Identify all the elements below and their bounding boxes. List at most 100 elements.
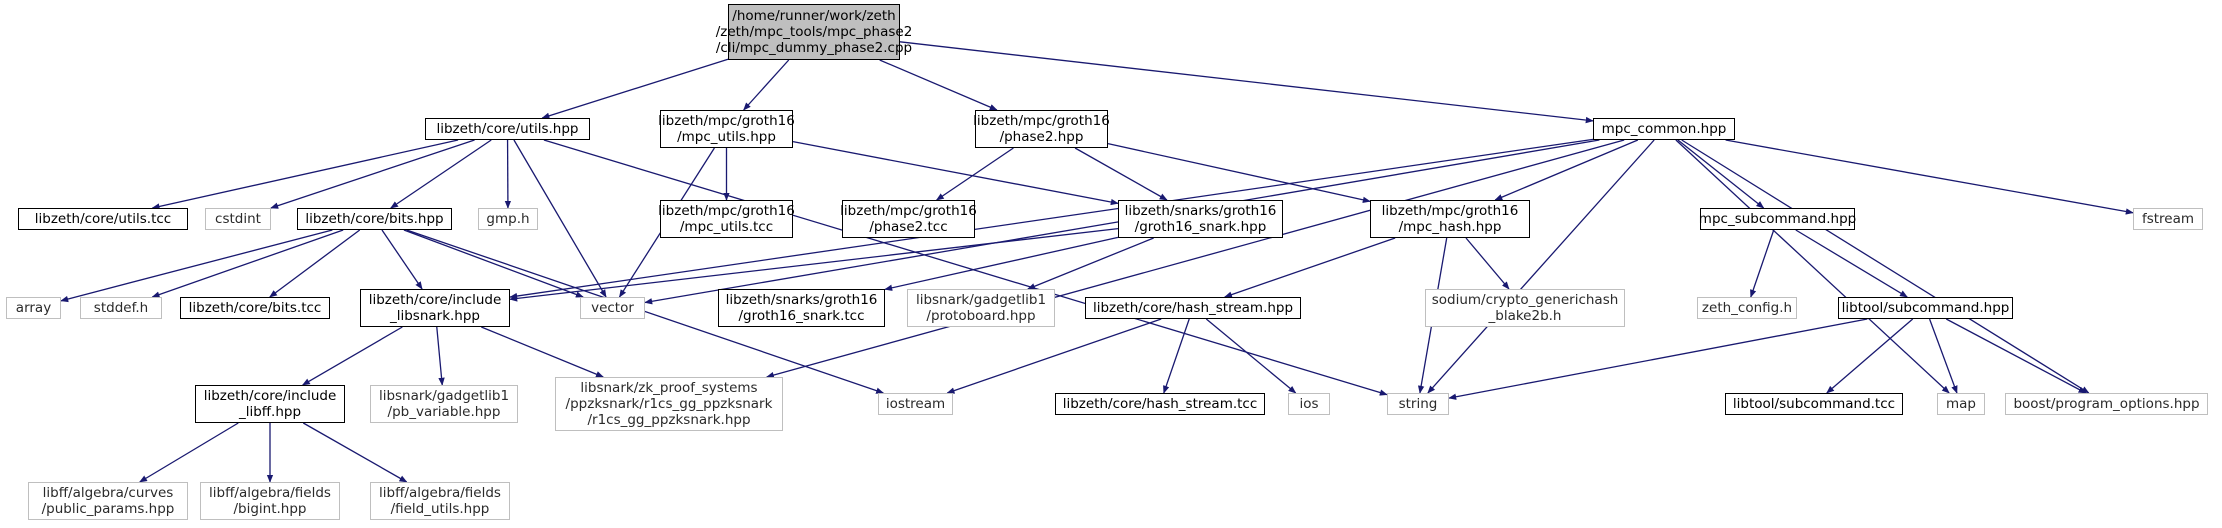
node-include-libff[interactable]: libzeth/core/include _libff.hpp: [195, 385, 345, 423]
edge-hash-stream-hpp-to-ios: [1205, 318, 1297, 394]
node-groth16-snark-tcc[interactable]: libzeth/snarks/groth16 /groth16_snark.tc…: [718, 289, 885, 327]
edge-mpc-common-hpp-to-map: [1675, 139, 1950, 394]
node-cstdint[interactable]: cstdint: [205, 208, 271, 230]
node-label: libtool/subcommand.hpp: [1841, 300, 2010, 316]
edge-hash-stream-hpp-to-hash-stream-tcc: [1163, 318, 1190, 394]
node-label: libzeth/core/utils.tcc: [34, 211, 172, 227]
node-libtool-subcommand-hpp[interactable]: libtool/subcommand.hpp: [1838, 297, 2013, 319]
node-label: libzeth/core/include _libsnark.hpp: [368, 292, 502, 324]
node-pb-variable-hpp[interactable]: libsnark/gadgetlib1 /pb_variable.hpp: [370, 385, 518, 423]
node-label: ios: [1299, 396, 1319, 412]
edge-root-to-mpc-utils-hpp: [743, 59, 790, 111]
node-string[interactable]: string: [1387, 393, 1449, 415]
edge-mpc-utils-hpp-to-groth16-snark-hpp: [792, 140, 1119, 206]
node-mpc-utils-tcc[interactable]: libzeth/mpc/groth16 /mpc_utils.tcc: [658, 200, 795, 238]
node-groth16-snark-hpp[interactable]: libzeth/snarks/groth16 /groth16_snark.hp…: [1118, 200, 1283, 238]
edge-root-to-mpc-common-hpp: [899, 41, 1594, 124]
node-utils-tcc[interactable]: libzeth/core/utils.tcc: [18, 208, 188, 230]
edge-mpc-subcommand-hpp-to-libtool-subcommand-hpp: [1795, 229, 1908, 298]
node-hash-stream-tcc[interactable]: libzeth/core/hash_stream.tcc: [1055, 393, 1265, 415]
node-gmp-h[interactable]: gmp.h: [478, 208, 538, 230]
node-vector[interactable]: vector: [580, 297, 645, 319]
node-include-libsnark[interactable]: libzeth/core/include _libsnark.hpp: [360, 289, 510, 327]
edge-mpc-common-hpp-to-fstream: [1725, 139, 2134, 215]
node-root[interactable]: /home/runner/work/zeth /zeth/mpc_tools/m…: [716, 4, 912, 60]
node-utils-hpp[interactable]: libzeth/core/utils.hpp: [425, 118, 590, 140]
node-label: libff/algebra/fields /field_utils.hpp: [379, 485, 501, 517]
node-iostream[interactable]: iostream: [878, 393, 953, 415]
node-bits-tcc[interactable]: libzeth/core/bits.tcc: [180, 297, 330, 319]
node-label: libtool/subcommand.tcc: [1732, 396, 1896, 412]
node-label: mpc_common.hpp: [1601, 121, 1727, 137]
edge-root-to-utils-hpp: [541, 58, 729, 119]
node-r1cs-gg-ppzksnark-hpp[interactable]: libsnark/zk_proof_systems /ppzksnark/r1c…: [555, 377, 783, 431]
node-label: libsnark/gadgetlib1 /pb_variable.hpp: [378, 388, 510, 420]
node-ios[interactable]: ios: [1288, 393, 1330, 415]
node-label: libzeth/core/utils.hpp: [436, 121, 579, 137]
node-mpc-subcommand-hpp[interactable]: mpc_subcommand.hpp: [1699, 208, 1856, 230]
node-label: libsnark/gadgetlib1 /protoboard.hpp: [915, 292, 1047, 324]
node-label: libzeth/snarks/groth16 /groth16_snark.tc…: [725, 292, 878, 324]
edge-mpc-common-hpp-to-string: [1427, 139, 1655, 394]
node-label: vector: [591, 300, 634, 316]
edge-bits-hpp-to-array: [60, 229, 333, 303]
node-protoboard-hpp[interactable]: libsnark/gadgetlib1 /protoboard.hpp: [907, 289, 1055, 327]
node-array[interactable]: array: [6, 297, 61, 319]
node-stddef-h[interactable]: stddef.h: [80, 297, 162, 319]
edge-bits-hpp-to-stddef-h: [151, 229, 344, 298]
edge-include-libsnark-to-pb-variable-hpp: [436, 326, 445, 386]
node-map[interactable]: map: [1937, 393, 1985, 415]
edge-utils-hpp-to-utils-tcc: [151, 139, 459, 210]
edge-groth16-snark-hpp-to-groth16-snark-tcc: [884, 236, 1119, 291]
node-phase2-tcc[interactable]: libzeth/mpc/groth16 /phase2.tcc: [840, 200, 977, 238]
edge-mpc-common-hpp-to-mpc-subcommand-hpp: [1677, 139, 1765, 209]
node-label: sodium/crypto_generichash _blake2b.h: [1431, 292, 1619, 324]
node-label: string: [1398, 396, 1438, 412]
edge-mpc-common-hpp-to-program-options-hpp: [1681, 139, 2090, 394]
node-program-options-hpp[interactable]: boost/program_options.hpp: [2005, 393, 2208, 415]
node-label: fstream: [2141, 211, 2195, 227]
edge-mpc-hash-hpp-to-blake2b-h: [1465, 237, 1510, 290]
edge-include-libff-to-field-utils-hpp: [302, 422, 408, 483]
edge-hash-stream-hpp-to-iostream: [946, 318, 1162, 394]
edge-libtool-subcommand-hpp-to-program-options-hpp: [1945, 318, 2087, 394]
node-label: libzeth/mpc/groth16 /mpc_hash.hpp: [1381, 203, 1519, 235]
node-label: array: [15, 300, 52, 316]
node-blake2b-h[interactable]: sodium/crypto_generichash _blake2b.h: [1425, 289, 1625, 327]
node-label: libzeth/mpc/groth16 /phase2.hpp: [973, 113, 1110, 145]
node-label: libzeth/core/include _libff.hpp: [203, 388, 337, 420]
node-public-params-hpp[interactable]: libff/algebra/curves /public_params.hpp: [28, 482, 188, 520]
node-label: libsnark/zk_proof_systems /ppzksnark/r1c…: [565, 380, 773, 428]
node-mpc-hash-hpp[interactable]: libzeth/mpc/groth16 /mpc_hash.hpp: [1370, 200, 1530, 238]
node-phase2-hpp[interactable]: libzeth/mpc/groth16 /phase2.hpp: [973, 110, 1110, 148]
edge-bits-hpp-to-include-libsnark: [381, 229, 423, 290]
node-bigint-hpp[interactable]: libff/algebra/fields /bigint.hpp: [200, 482, 340, 520]
edge-libtool-subcommand-hpp-to-map: [1928, 318, 1958, 394]
edge-bits-hpp-to-vector: [403, 229, 584, 298]
edge-phase2-hpp-to-mpc-hash-hpp: [1107, 143, 1371, 203]
node-libtool-subcommand-tcc[interactable]: libtool/subcommand.tcc: [1725, 393, 1903, 415]
node-mpc-common-hpp[interactable]: mpc_common.hpp: [1593, 118, 1735, 140]
edge-phase2-hpp-to-phase2-tcc: [935, 147, 1014, 201]
node-label: map: [1946, 396, 1976, 412]
node-bits-hpp[interactable]: libzeth/core/bits.hpp: [297, 208, 452, 230]
node-label: cstdint: [215, 211, 261, 227]
edge-mpc-common-hpp-to-include-libsnark: [509, 138, 1594, 300]
edge-bits-hpp-to-iostream: [406, 229, 885, 394]
node-fstream[interactable]: fstream: [2133, 208, 2203, 230]
node-zeth-config-h[interactable]: zeth_config.h: [1697, 297, 1797, 319]
node-label: libzeth/core/bits.tcc: [188, 300, 322, 316]
node-label: libzeth/mpc/groth16 /mpc_utils.tcc: [658, 203, 795, 235]
edge-include-libff-to-public-params-hpp: [139, 422, 239, 483]
node-label: libzeth/mpc/groth16 /phase2.tcc: [840, 203, 977, 235]
node-field-utils-hpp[interactable]: libff/algebra/fields /field_utils.hpp: [370, 482, 510, 520]
node-label: libzeth/snarks/groth16 /groth16_snark.hp…: [1124, 203, 1277, 235]
node-hash-stream-hpp[interactable]: libzeth/core/hash_stream.hpp: [1085, 297, 1301, 319]
node-label: /home/runner/work/zeth /zeth/mpc_tools/m…: [715, 8, 913, 56]
node-label: gmp.h: [486, 211, 530, 227]
node-label: libzeth/core/bits.hpp: [305, 211, 444, 227]
node-mpc-utils-hpp[interactable]: libzeth/mpc/groth16 /mpc_utils.hpp: [658, 110, 795, 148]
node-label: libff/algebra/fields /bigint.hpp: [209, 485, 331, 517]
